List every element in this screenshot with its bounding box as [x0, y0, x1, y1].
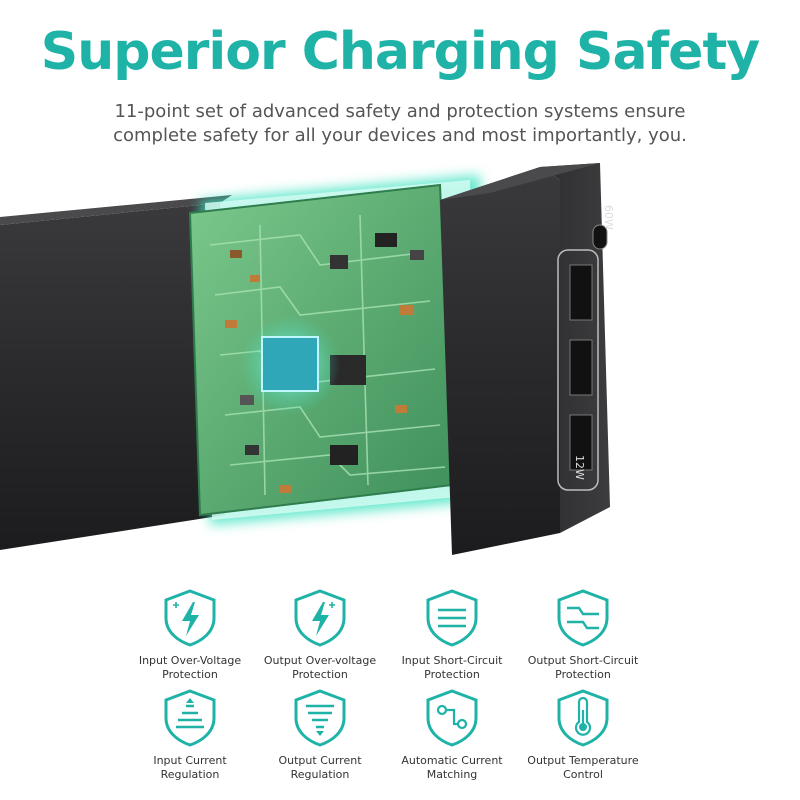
port-label-12w: 12W [573, 455, 586, 480]
page-subtitle: 11-point set of advanced safety and prot… [60, 100, 740, 148]
voltage-output-icon [294, 589, 346, 647]
current-matching-icon [426, 689, 478, 747]
short-circuit-output-icon [557, 589, 609, 647]
usb-c-port [592, 224, 608, 250]
usb-a-port-1 [569, 264, 593, 321]
current-output-icon [294, 689, 346, 747]
port-panel-outline [557, 249, 599, 491]
charger-top-face [440, 163, 600, 200]
subtitle-line-2: complete safety for all your devices and… [113, 125, 687, 146]
short-circuit-input-icon [426, 589, 478, 647]
page-title: Superior Charging Safety [40, 22, 760, 82]
charger-illustration: 60W 12W [0, 155, 800, 575]
charger-body-right [440, 167, 560, 555]
charger-body-left [0, 203, 225, 550]
charger-svg: 60W 12W [0, 163, 615, 555]
subtitle-line-1: 11-point set of advanced safety and prot… [114, 101, 686, 122]
charger-body-left-top [0, 195, 232, 225]
temperature-icon [557, 689, 609, 747]
current-input-icon [164, 689, 216, 747]
voltage-input-icon [164, 589, 216, 647]
processor-chip [261, 336, 319, 392]
usb-a-port-3 [569, 414, 593, 471]
usb-a-port-2 [569, 339, 593, 396]
port-label-60w: 60W [602, 205, 615, 230]
